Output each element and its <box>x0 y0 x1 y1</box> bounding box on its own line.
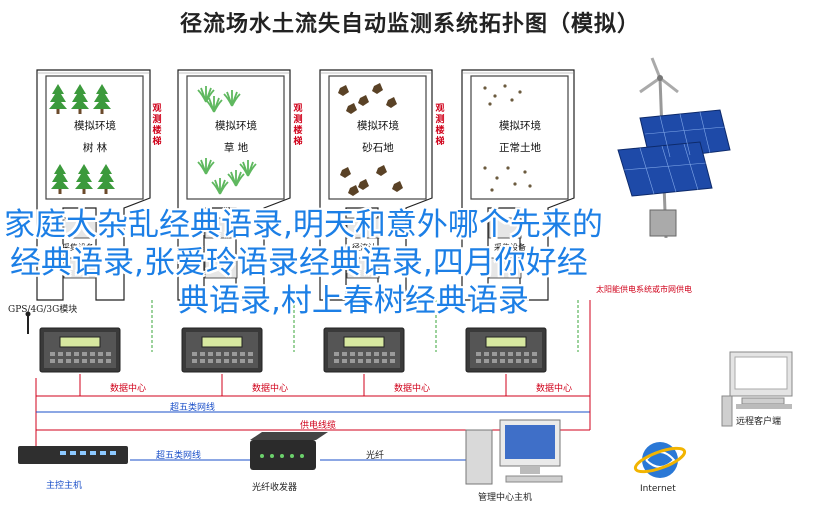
data-center-label: 数据中心 <box>110 384 147 394</box>
station-label-vertical: 观测楼梯 <box>435 104 445 147</box>
plot-frames <box>36 69 575 301</box>
gps-module-label: GPS/4G/3G模块 <box>8 305 78 315</box>
plot-type-label: 砂石地 <box>362 142 394 154</box>
cat5-line-label: 超五类网线 <box>170 403 216 413</box>
plot-env-label: 模拟环境 <box>499 120 541 132</box>
power-line-label: 供电线缆 <box>300 421 337 431</box>
data-center-label: 数据中心 <box>394 384 431 394</box>
remote-client-label: 远程客户端 <box>736 417 782 427</box>
internet-globe <box>633 442 687 478</box>
diagram-title: 径流场水土流失自动监测系统拓扑图（模拟） <box>179 11 640 37</box>
main-controller-label: 主控主机 <box>46 481 83 491</box>
station-label-vertical: 观测楼梯 <box>293 104 303 147</box>
management-host-device <box>465 419 563 485</box>
cat5-line-label: 超五类网线 <box>156 451 202 461</box>
gps-antenna <box>25 311 31 334</box>
plot-type-label: 正常土地 <box>499 142 541 154</box>
plot-env-label: 模拟环境 <box>357 120 399 132</box>
plot-type-label: 草 地 <box>223 142 249 154</box>
internet-label: Internet <box>640 484 676 494</box>
management-host-label: 管理中心主机 <box>478 493 533 503</box>
overlay-text-line-2: 经典语录,张爱玲语录经典语录,四月你好经 <box>10 245 588 281</box>
dataloggers <box>39 327 547 373</box>
transceiver-label: 光纤收发器 <box>252 483 298 493</box>
sensor-label: 采集设备 <box>494 243 526 252</box>
sensor-label: 径流计 <box>352 243 376 252</box>
transceiver-device <box>250 432 328 470</box>
plot-env-label: 模拟环境 <box>74 120 116 132</box>
overlay-text-line-3: 典语录,村上春树经典语录 <box>178 283 529 319</box>
station-label-vertical: 观测楼梯 <box>152 104 162 147</box>
sensor-boxes <box>63 217 522 279</box>
solar-power-label: 太阳能供电系统或市网供电 <box>596 285 692 294</box>
fiber-label: 光纤 <box>366 451 385 461</box>
power-lines <box>36 300 591 431</box>
plot-type-label: 树 林 <box>82 142 108 154</box>
main-controller-device <box>18 446 128 464</box>
solar-wind-system <box>617 57 731 239</box>
plot-env-label: 模拟环境 <box>215 120 257 132</box>
sensor-label: 采集设备 <box>62 243 94 252</box>
green-signal-lines <box>151 300 579 352</box>
overlay-text-line-1: 家庭大杂乱经典语录,明天和意外哪个先来的 <box>4 207 603 243</box>
remote-client-device <box>721 351 793 427</box>
data-center-label: 数据中心 <box>536 384 573 394</box>
data-center-label: 数据中心 <box>252 384 289 394</box>
network-lines <box>36 411 590 461</box>
